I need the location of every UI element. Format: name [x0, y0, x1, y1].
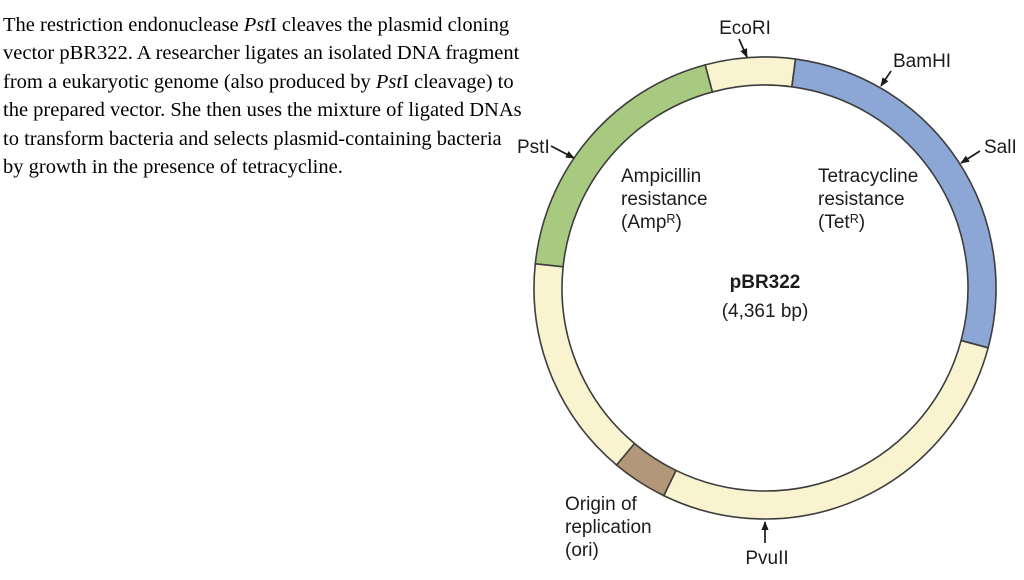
gene-label-line: Ampicillin: [621, 165, 708, 188]
problem-text-run: I cleavage) to: [402, 70, 514, 93]
italic-enzyme-name: Pst: [375, 70, 403, 93]
site-arrows: [550, 38, 981, 543]
ring-segment-backbone-arc-top: [704, 56, 797, 93]
gene-label-text: resistance: [818, 189, 905, 210]
problem-text-line: the prepared vector. She then uses the m…: [3, 96, 522, 124]
gene-label-line: resistance: [621, 188, 708, 211]
problem-text-line: vector pBR322. A researcher ligates an i…: [3, 39, 522, 67]
gene-label-text: Origin of: [565, 494, 637, 515]
problem-text-run: by growth in the presence of tetracyclin…: [3, 156, 343, 179]
ring-segment-backbone-arc-bottom-right: [662, 339, 990, 520]
gene-label-line: (AmpR): [621, 211, 708, 236]
problem-text: The restriction endonuclease PstI cleave…: [3, 11, 522, 181]
gene-label-text: Ampicillin: [621, 166, 702, 187]
site-arrow-ecori: [738, 38, 748, 58]
gene-label-line: (TetR): [818, 211, 918, 236]
site-label-ecori: EcoRI: [719, 18, 771, 39]
gene-label-text: (Amp: [621, 212, 667, 233]
gene-label-line: (ori): [565, 539, 652, 562]
gene-label-text: (Tet: [818, 212, 850, 233]
plasmid-size-label: (4,361 bp): [721, 301, 809, 322]
problem-text-line: by growth in the presence of tetracyclin…: [3, 153, 522, 181]
problem-text-run: the prepared vector. She then uses the m…: [3, 99, 522, 122]
gene-label-line: replication: [565, 516, 652, 539]
gene-label-text: resistance: [621, 189, 708, 210]
ring-segment-backbone-arc-left: [533, 262, 636, 467]
gene-label-text: replication: [565, 517, 652, 538]
gene-label-line: resistance: [818, 188, 918, 211]
italic-enzyme-name: Pst: [243, 14, 270, 36]
plasmid-ring: [533, 56, 997, 520]
gene-label-text: Tetracycline: [818, 166, 919, 187]
problem-text-run: The restriction endonuclease: [3, 14, 244, 36]
site-label-bamhi: BamHI: [893, 51, 952, 72]
problem-text-line: The restriction endonuclease PstI cleave…: [3, 11, 522, 39]
site-label-pvuii: PvuII: [745, 548, 789, 569]
problem-text-run: to transform bacteria and selects plasmi…: [3, 127, 502, 150]
superscript-r: R: [666, 212, 676, 226]
problem-text-line: to transform bacteria and selects plasmi…: [3, 125, 522, 153]
gene-label-line: Origin of: [565, 493, 652, 516]
site-label-sali: SalI: [984, 137, 1017, 158]
gene-label-text: ): [858, 212, 866, 233]
problem-text-run: I cleaves the plasmid cloning: [269, 14, 510, 36]
site-arrow-bamhi: [880, 70, 892, 87]
gene-label-line: Tetracycline: [818, 165, 918, 188]
problem-text-run: vector pBR322. A researcher ligates an i…: [3, 42, 520, 65]
superscript-r: R: [849, 212, 859, 226]
problem-text-run: from a eukaryotic genome (also produced …: [3, 70, 376, 93]
site-arrow-psti: [550, 145, 575, 159]
gene-label-text: (ori): [565, 540, 599, 561]
gene-label-text: ): [675, 212, 682, 233]
site-arrow-sali: [960, 150, 981, 164]
site-label-psti: PstI: [517, 137, 550, 158]
plasmid-name-label: pBR322: [729, 272, 801, 293]
problem-text-line: from a eukaryotic genome (also produced …: [3, 68, 522, 96]
